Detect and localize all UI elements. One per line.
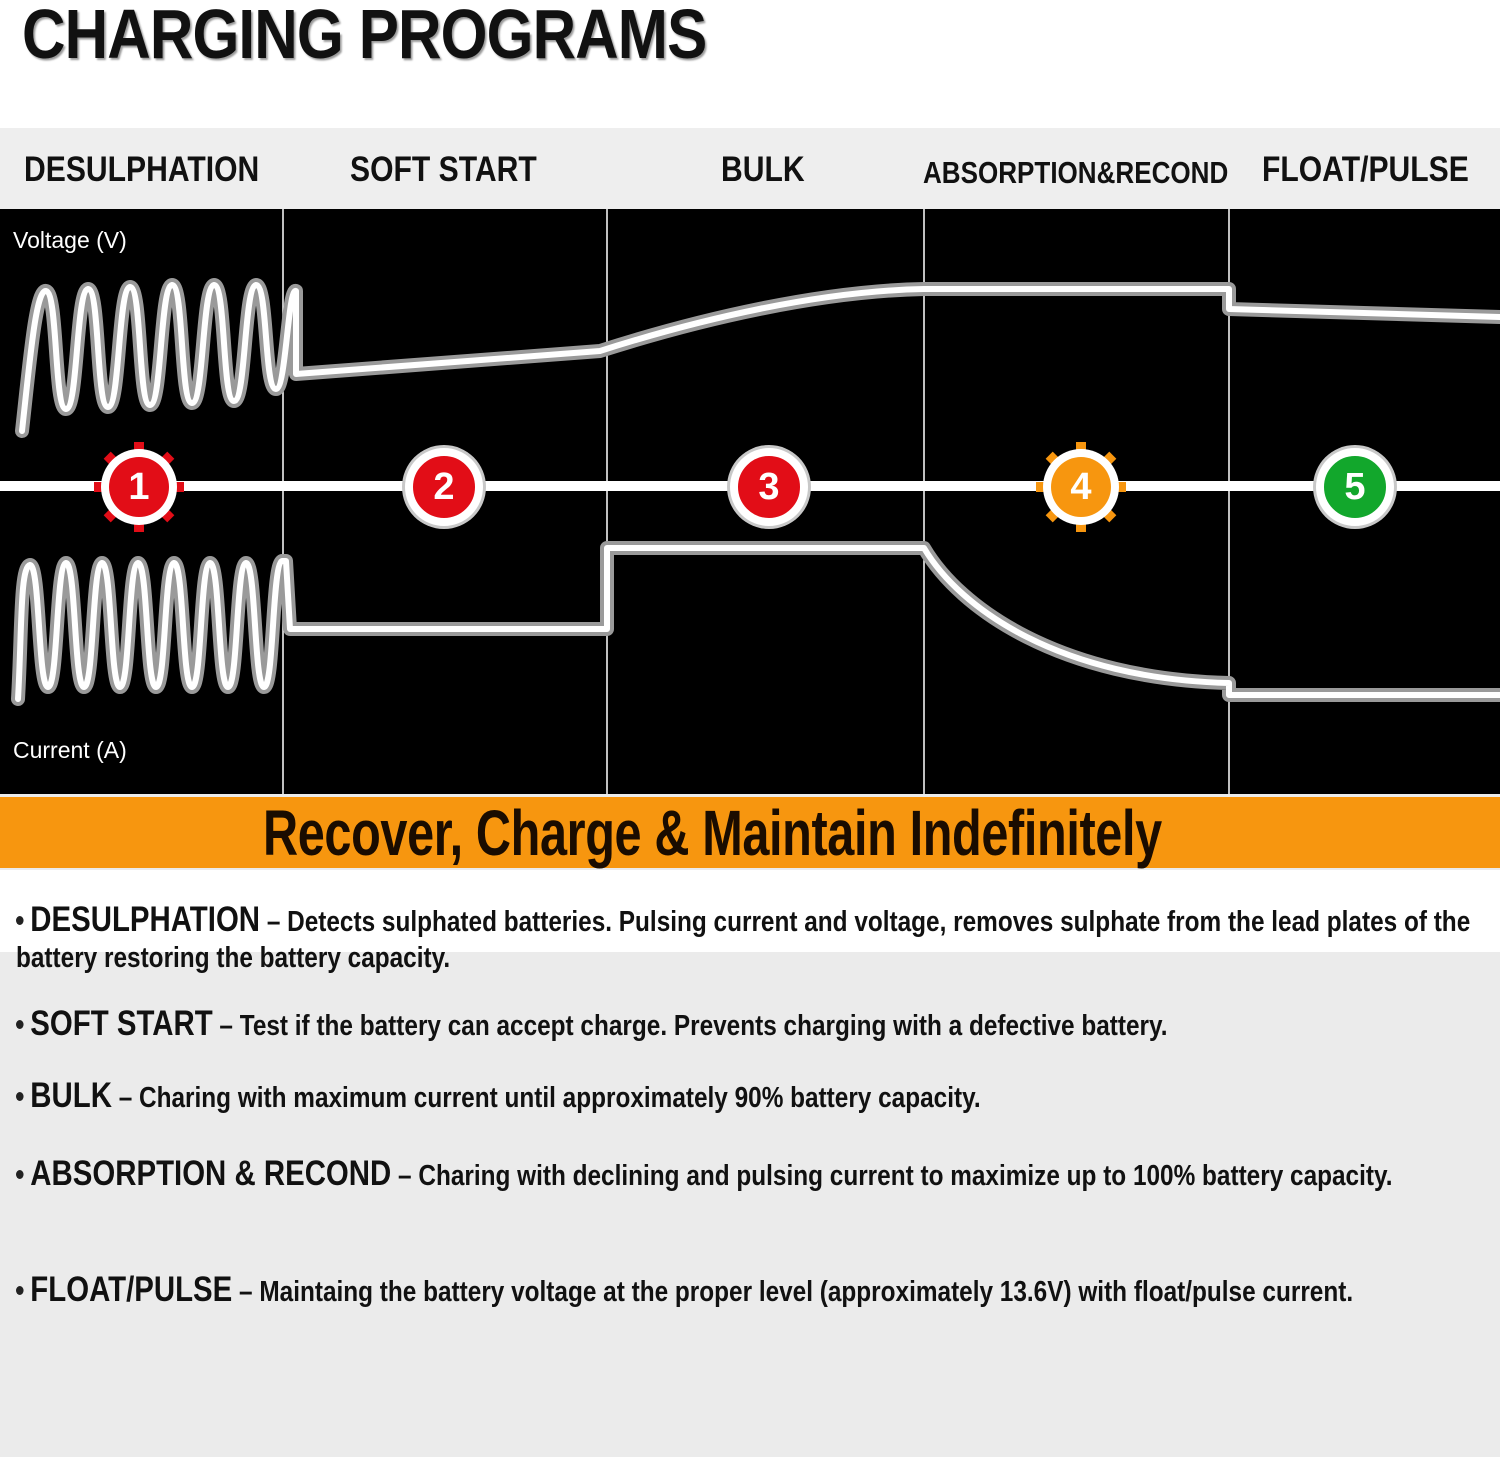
stage-badge-3: 3: [730, 448, 808, 526]
description-text: Detects sulphated batteries. Pulsing cur…: [16, 906, 1471, 974]
charging-curves: [0, 209, 1500, 794]
description-text: Maintaing the battery voltage at the pro…: [259, 1276, 1354, 1308]
stage-badge-1: 1: [128, 465, 150, 508]
description-highlight: [0, 870, 1500, 952]
description-term: DESULPHATION: [30, 900, 261, 939]
description-text: Test if the battery can accept charge. P…: [239, 1010, 1168, 1042]
description-term: SOFT START: [30, 1004, 213, 1043]
current-curve: [11, 541, 1500, 706]
banner-text: Recover, Charge & Maintain Indefinitely: [263, 797, 1162, 869]
stage-label-bulk: BULK: [721, 150, 805, 189]
current-axis-label: Current (A): [13, 737, 127, 763]
description-float-pulse: FLOAT/PULSE – Maintaing the battery volt…: [16, 1272, 1491, 1310]
header-background: [0, 0, 1500, 128]
description-absorption-recond: ABSORPTION & RECOND – Charing with decli…: [16, 1156, 1491, 1194]
stage-badge-2: 2: [405, 448, 483, 526]
description-term: FLOAT/PULSE: [30, 1270, 233, 1309]
description-desulphation: DESULPHATION – Detects sulphated batteri…: [16, 900, 1471, 974]
banner: [0, 797, 1500, 868]
stage-label-soft-start: SOFT START: [350, 150, 537, 189]
stage-badge-5: 5: [1316, 448, 1394, 526]
bullet-icon: [16, 1169, 24, 1179]
gear-icon: [94, 442, 184, 532]
description-term: ABSORPTION & RECOND: [30, 1154, 392, 1193]
stage-label-absorption-recond: ABSORPTION&RECOND: [923, 155, 1229, 190]
voltage-axis-label: Voltage (V): [13, 227, 127, 253]
stage-badge-4: 4: [1070, 465, 1092, 508]
stage-label-float-pulse: FLOAT/PULSE: [1262, 150, 1469, 189]
bullet-icon: [16, 915, 24, 925]
stage-label-desulphation: DESULPHATION: [24, 150, 260, 189]
charging-diagram: Voltage (V) Current (A) 1 2 3 4 5: [0, 209, 1500, 794]
voltage-curve: [15, 278, 1500, 438]
bullet-icon: [16, 1285, 24, 1295]
bullet-icon: [16, 1019, 24, 1029]
stage-header-bar: [0, 128, 1500, 209]
description-text: Charing with maximum current until appro…: [139, 1082, 981, 1114]
description-bulk: BULK – Charing with maximum current unti…: [16, 1078, 1491, 1116]
bullet-icon: [16, 1091, 24, 1101]
description-term: BULK: [30, 1076, 112, 1115]
description-text: Charing with declining and pulsing curre…: [418, 1160, 1393, 1192]
description-soft-start: SOFT START – Test if the battery can acc…: [16, 1006, 1491, 1044]
page-title: CHARGING PROGRAMS: [22, 0, 707, 73]
gear-icon: [1036, 442, 1126, 532]
